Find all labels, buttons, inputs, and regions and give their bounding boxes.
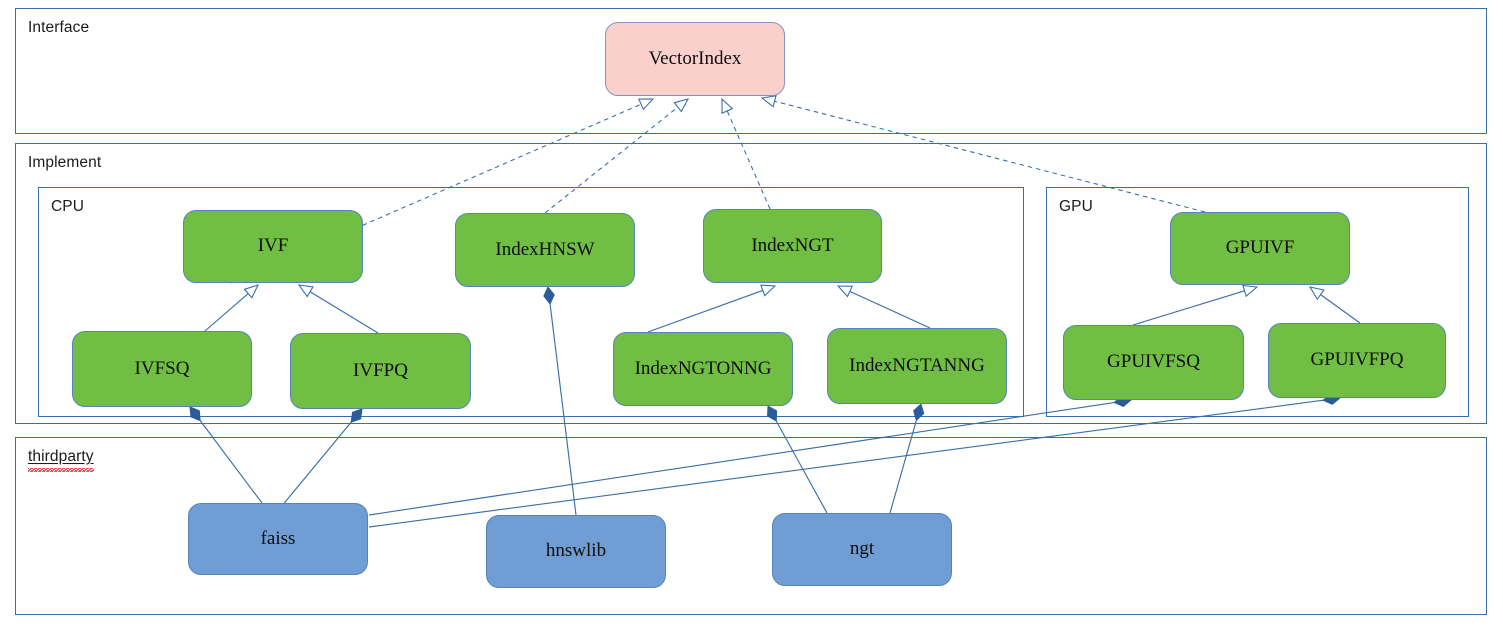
spellcheck-squiggle-icon [28, 468, 94, 472]
node-ivf[interactable]: IVF [183, 210, 363, 283]
group-label-gpu: GPU [1059, 198, 1093, 215]
node-label: faiss [260, 527, 296, 549]
node-ivfpq[interactable]: IVFPQ [290, 333, 471, 409]
group-label-cpu: CPU [51, 198, 85, 215]
node-label: IndexNGT [751, 234, 834, 256]
node-indexngtanng[interactable]: IndexNGTANNG [827, 328, 1007, 404]
node-label: IVF [257, 235, 289, 257]
node-label: ngt [849, 538, 875, 560]
node-label: GPUIVF [1225, 237, 1295, 259]
node-indexngtonng[interactable]: IndexNGTONNG [613, 332, 793, 406]
node-indexhnsw[interactable]: IndexHNSW [455, 213, 635, 287]
node-hnswlib[interactable]: hnswlib [486, 515, 666, 588]
node-gpuivfpq[interactable]: GPUIVFPQ [1268, 323, 1446, 398]
node-label: IndexHNSW [495, 238, 595, 260]
group-label-thirdparty: thirdparty [28, 448, 94, 472]
node-indexngt[interactable]: IndexNGT [703, 209, 882, 283]
node-label: IVFSQ [134, 357, 190, 379]
node-gpuivfsq[interactable]: GPUIVFSQ [1063, 325, 1244, 400]
group-label-interface: Interface [28, 19, 90, 36]
node-label: IndexNGTONNG [634, 357, 772, 379]
node-faiss[interactable]: faiss [188, 503, 368, 575]
group-label-implement: Implement [28, 154, 102, 171]
node-vectorindex[interactable]: VectorIndex [605, 22, 785, 96]
node-ngt[interactable]: ngt [772, 513, 952, 586]
node-ivfsq[interactable]: IVFSQ [72, 331, 252, 407]
node-label: IndexNGTANNG [849, 354, 985, 376]
node-label: VectorIndex [648, 47, 742, 69]
node-label: GPUIVFSQ [1107, 351, 1200, 373]
node-label: hnswlib [545, 540, 607, 562]
node-label: IVFPQ [353, 359, 408, 381]
node-label: GPUIVFPQ [1310, 349, 1404, 371]
node-gpuivf[interactable]: GPUIVF [1170, 212, 1350, 285]
